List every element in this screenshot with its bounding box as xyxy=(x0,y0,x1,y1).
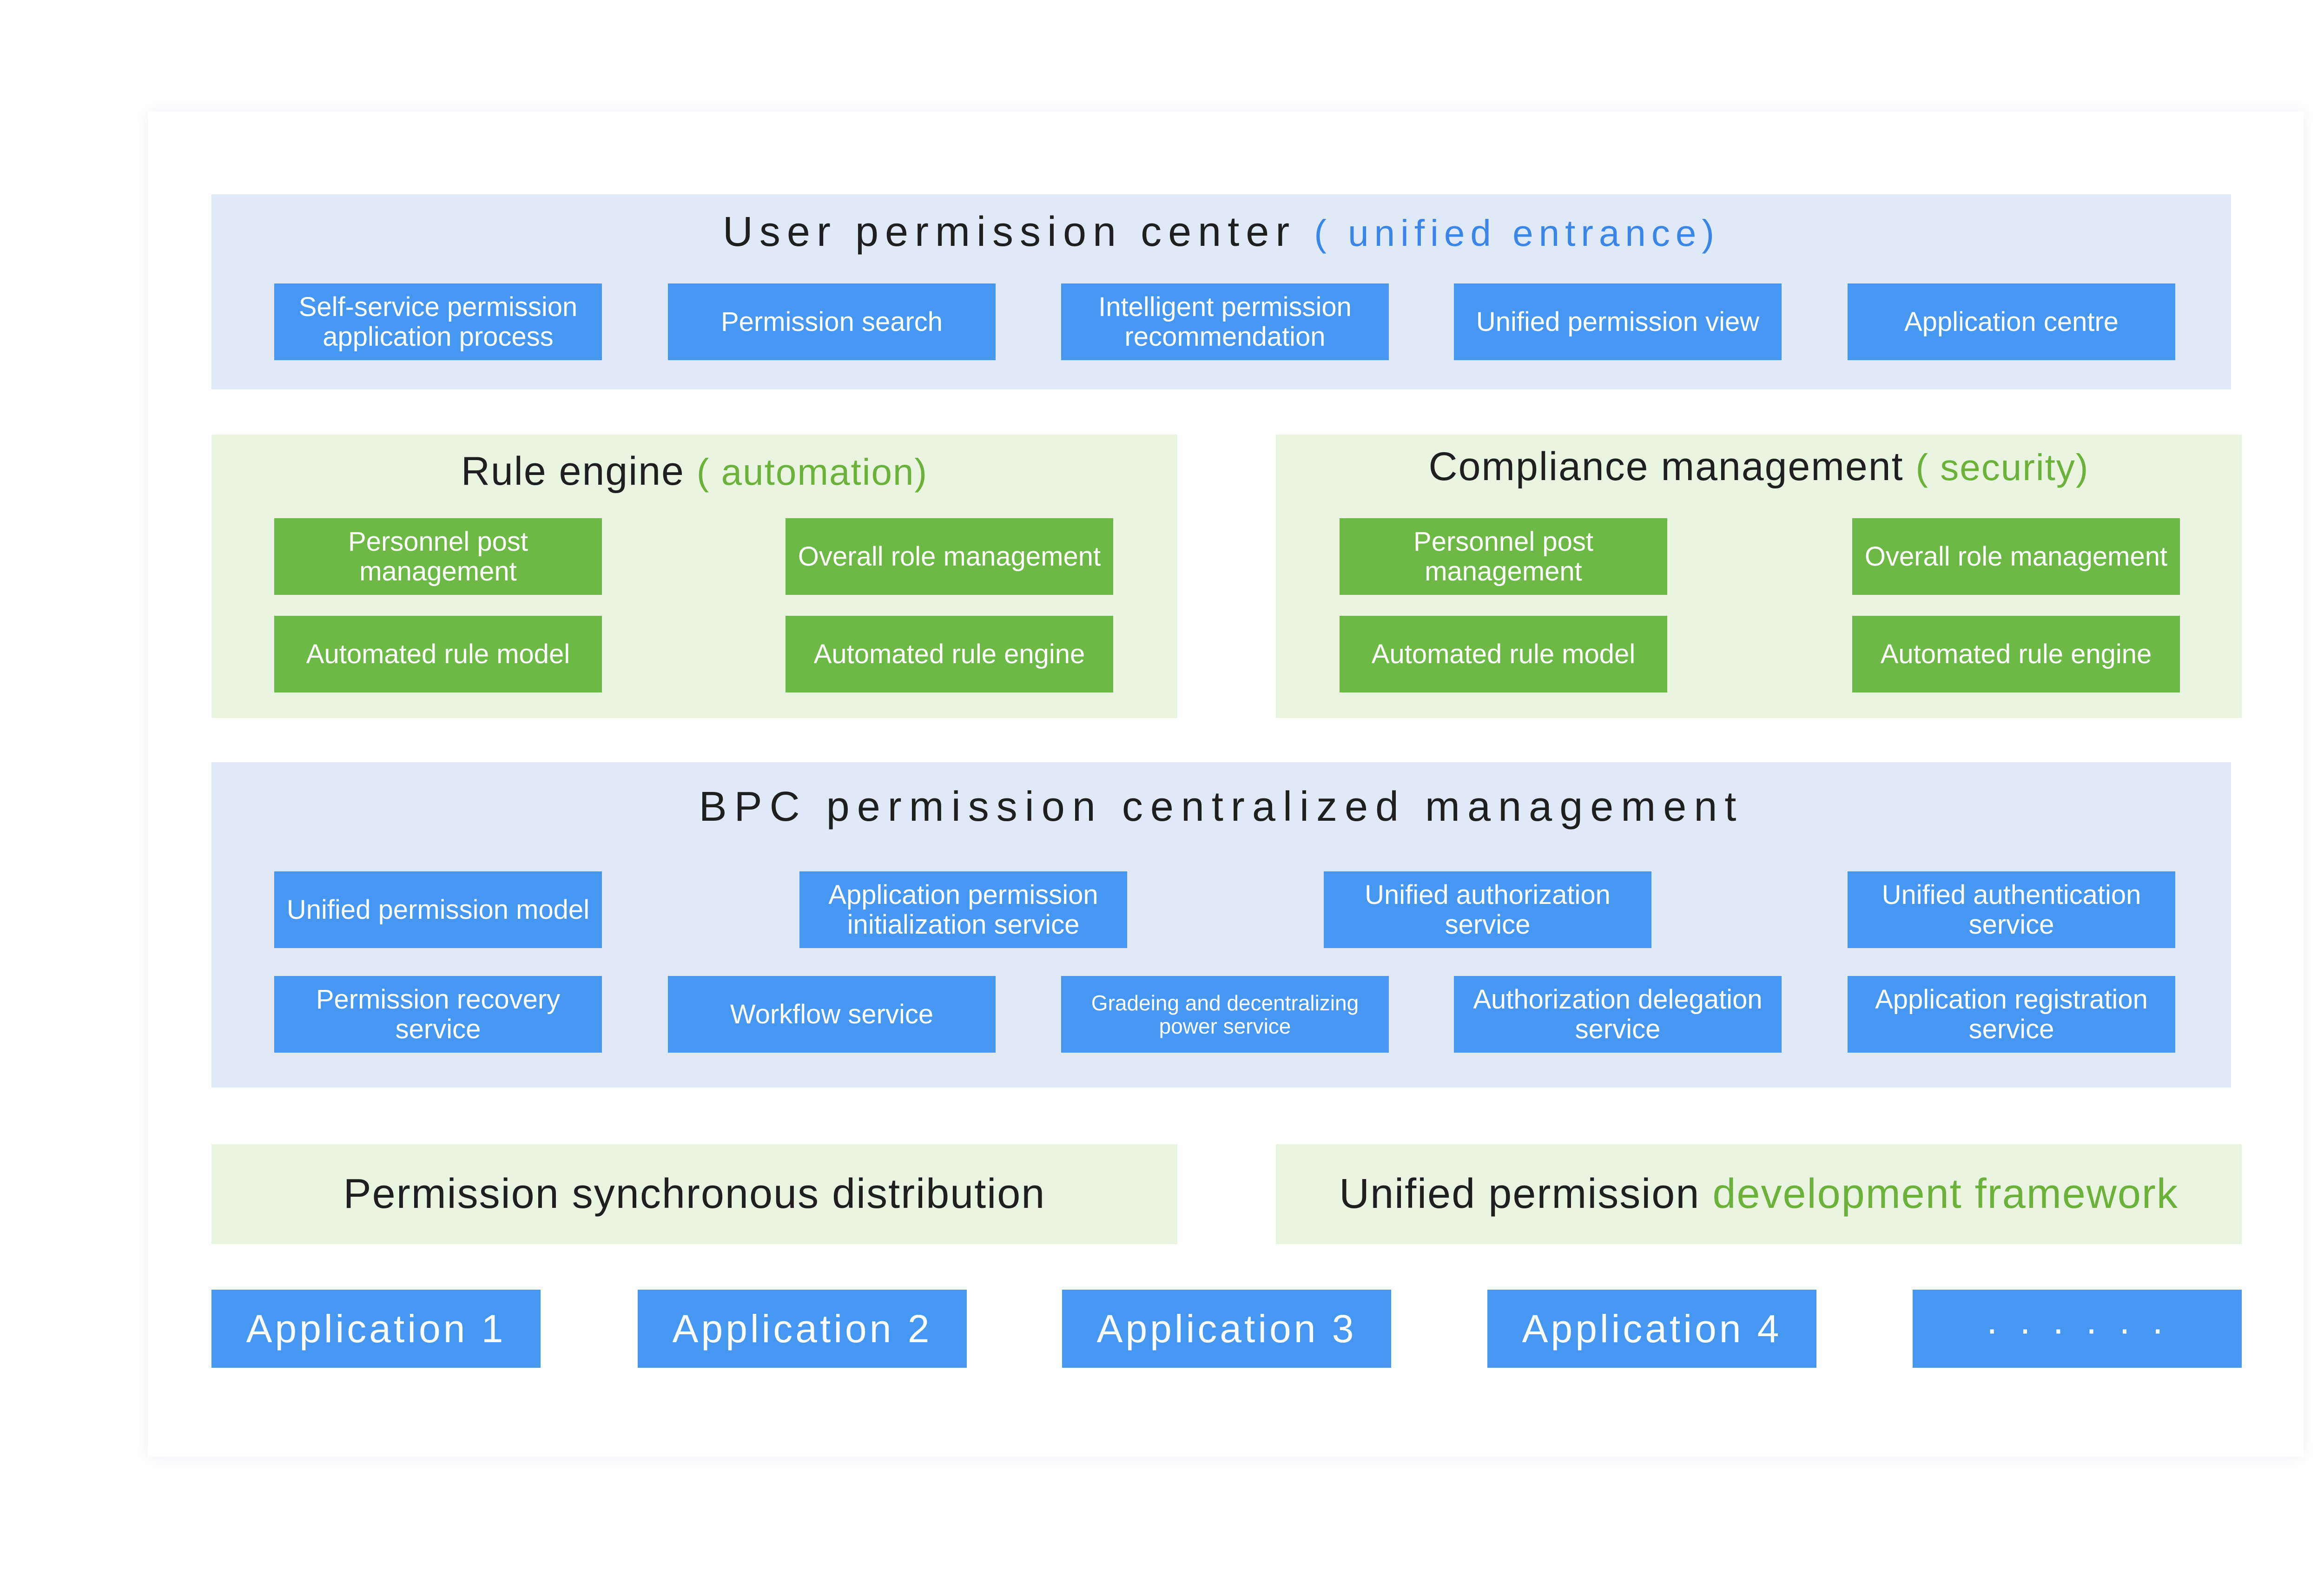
grading-decentralizing-box: Gradeing and decentralizing power servic… xyxy=(1061,976,1389,1053)
rule-overall-role-box: Overall role management xyxy=(786,518,1113,595)
dev-framework-title-main: Unified permission xyxy=(1339,1171,1700,1217)
user-center-title-text: User permission center xyxy=(722,209,1296,255)
rule-engine-title: Rule engine ( automation) xyxy=(211,448,1177,494)
dev-framework-panel: Unified permission development framework xyxy=(1276,1144,2242,1244)
application-more-box: · · · · · · xyxy=(1913,1290,2242,1368)
application-2-box: Application 2 xyxy=(638,1290,967,1368)
sync-distribution-title: Permission synchronous distribution xyxy=(343,1171,1046,1217)
unified-authorization-box: Unified authorization service xyxy=(1324,871,1651,948)
application-centre-box: Application centre xyxy=(1848,283,2175,360)
dev-framework-title: Unified permission development framework xyxy=(1339,1170,2179,1218)
permission-recovery-box: Permission recovery service xyxy=(274,976,602,1053)
authorization-delegation-box: Authorization delegation service xyxy=(1454,976,1782,1053)
unified-permission-view-box: Unified permission view xyxy=(1454,283,1782,360)
user-permission-center-title: User permission center ( unified entranc… xyxy=(211,208,2231,256)
unified-permission-model-box: Unified permission model xyxy=(274,871,602,948)
application-registration-box: Application registration service xyxy=(1848,976,2175,1053)
compliance-personnel-post-box: Personnel post management xyxy=(1340,518,1667,595)
rule-engine-subtitle: ( automation) xyxy=(696,451,928,493)
compliance-automated-model-box: Automated rule model xyxy=(1340,616,1667,692)
compliance-subtitle: ( security) xyxy=(1915,447,2089,488)
compliance-overall-role-box: Overall role management xyxy=(1852,518,2180,595)
application-4-box: Application 4 xyxy=(1487,1290,1816,1368)
application-1-box: Application 1 xyxy=(211,1290,541,1368)
compliance-automated-engine-box: Automated rule engine xyxy=(1852,616,2180,692)
rule-engine-title-text: Rule engine xyxy=(461,449,685,494)
permission-search-box: Permission search xyxy=(668,283,996,360)
rule-personnel-post-box: Personnel post management xyxy=(274,518,602,595)
workflow-service-box: Workflow service xyxy=(668,976,996,1053)
compliance-title-text: Compliance management xyxy=(1428,444,1904,489)
rule-automated-engine-box: Automated rule engine xyxy=(786,616,1113,692)
user-center-subtitle: ( unified entrance) xyxy=(1314,212,1720,254)
compliance-title: Compliance management ( security) xyxy=(1276,444,2242,490)
sync-distribution-panel: Permission synchronous distribution xyxy=(211,1144,1177,1244)
intelligent-recommendation-box: Intelligent permission recommendation xyxy=(1061,283,1389,360)
app-permission-init-box: Application permission initialization se… xyxy=(799,871,1127,948)
application-3-box: Application 3 xyxy=(1062,1290,1391,1368)
rule-automated-model-box: Automated rule model xyxy=(274,616,602,692)
dev-framework-title-accent: development framework xyxy=(1712,1171,2179,1217)
self-service-permission-box: Self-service permission application proc… xyxy=(274,283,602,360)
bpc-title: BPC permission centralized management xyxy=(699,784,1744,830)
unified-authentication-box: Unified authentication service xyxy=(1848,871,2175,948)
